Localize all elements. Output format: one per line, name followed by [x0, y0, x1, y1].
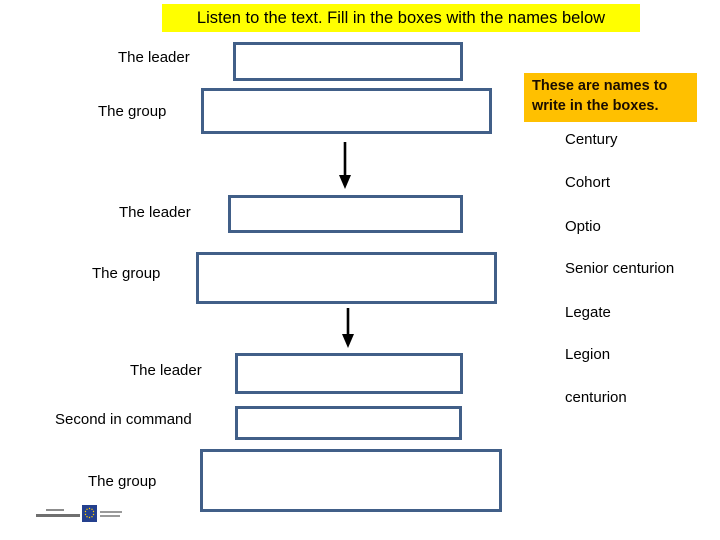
project-logo: [36, 503, 126, 527]
down-arrow-icon: [338, 142, 352, 195]
logo-small-print: [100, 515, 120, 517]
name-option-optio: Optio: [565, 218, 601, 235]
name-option-legion: Legion: [565, 346, 611, 363]
logo-small-print: [46, 509, 64, 511]
answer-box-leader-1[interactable]: [233, 42, 463, 81]
row-label-leader-3: The leader: [130, 362, 202, 379]
logo-small-print: [100, 511, 122, 513]
row-label-group-1: The group: [98, 103, 167, 120]
answer-box-group-1[interactable]: [201, 88, 492, 134]
name-option-centurion: centurion: [565, 389, 627, 406]
answer-box-group-2[interactable]: [196, 252, 497, 304]
answer-box-leader-3[interactable]: [235, 353, 463, 394]
row-label-group-3: The group: [88, 473, 157, 490]
name-option-legate: Legate: [565, 304, 611, 321]
row-label-leader-2: The leader: [119, 204, 191, 221]
logo-small-print: [36, 514, 80, 517]
answer-box-group-3[interactable]: [200, 449, 502, 512]
name-option-century: Century: [565, 131, 618, 148]
name-option-senior-centurion: Senior centurion: [565, 260, 675, 277]
eu-flag-icon: [82, 505, 97, 527]
slide-title: Listen to the text. Fill in the boxes wi…: [162, 4, 640, 32]
answer-box-second-in-command[interactable]: [235, 406, 462, 440]
answer-box-leader-2[interactable]: [228, 195, 463, 233]
names-panel-heading: These are names to write in the boxes.: [524, 73, 697, 122]
name-option-cohort: Cohort: [565, 174, 611, 191]
row-label-leader-1: The leader: [118, 49, 190, 66]
row-label-group-2: The group: [92, 265, 161, 282]
down-arrow-icon: [341, 308, 355, 354]
row-label-second-in-command: Second in command: [55, 411, 192, 428]
